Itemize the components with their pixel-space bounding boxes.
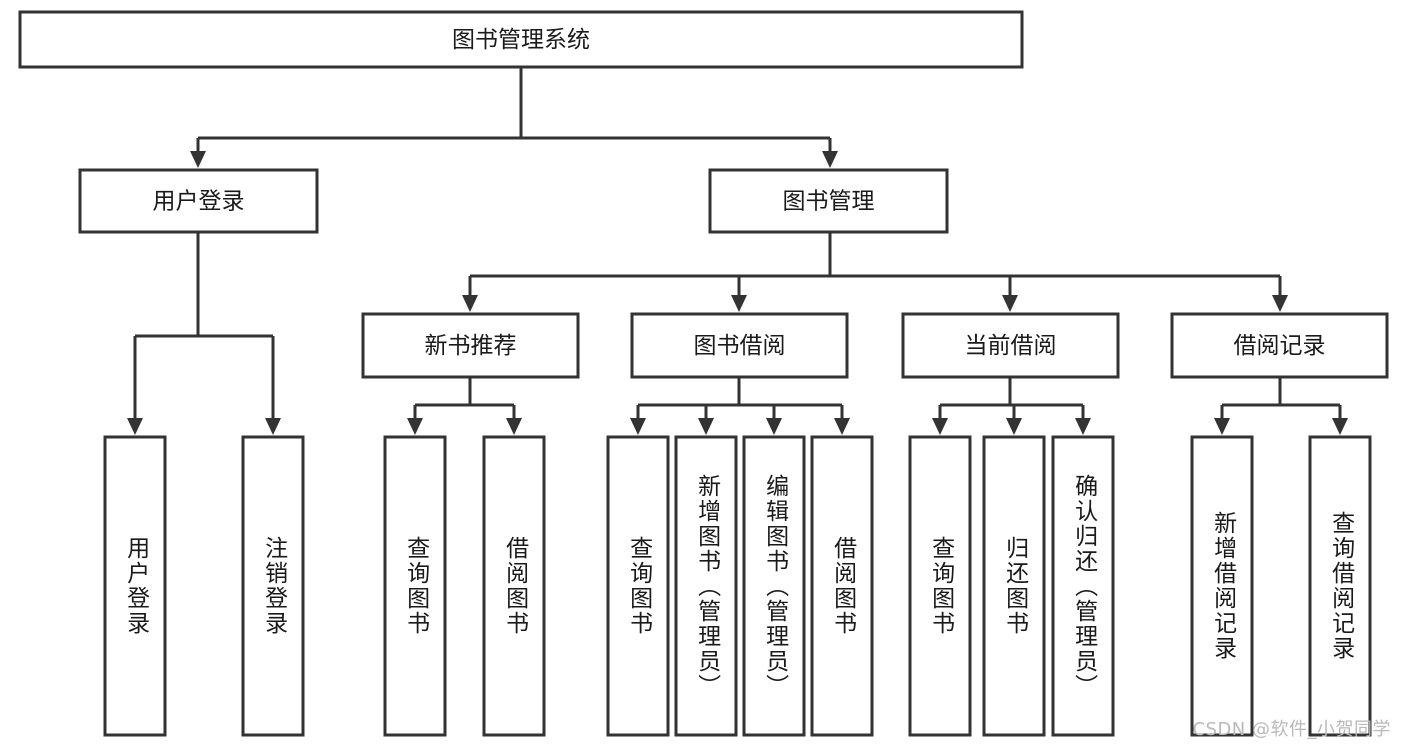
node-boxes-layer	[18, 10, 1389, 737]
node-label-new-book-recommend: 新书推荐	[425, 333, 517, 359]
node-box-leaf-user-login[interactable]	[103, 435, 167, 737]
arrow-leaf-add-icon	[698, 418, 714, 435]
arrow-leaf-b2-icon	[834, 418, 850, 435]
node-box-current-borrow[interactable]	[901, 312, 1120, 379]
node-box-borrow-record[interactable]	[1170, 312, 1389, 379]
node-label-book-borrow: 图书借阅	[694, 333, 786, 359]
arrow-leaf-qrec-icon	[1332, 418, 1348, 435]
node-box-book-admin[interactable]	[708, 168, 949, 234]
arrow-leaf-q2-icon	[630, 418, 646, 435]
node-label-root: 图书管理系统	[452, 27, 590, 53]
arrow-leaf-b1-icon	[506, 418, 522, 435]
arrow-leaf-user-login-icon	[127, 418, 143, 435]
arrow-leaf-ret-icon	[1006, 418, 1022, 435]
arrow-leaf-edit-icon	[766, 418, 782, 435]
node-box-root[interactable]	[18, 10, 1024, 69]
arrow-leaf-q3-icon	[932, 418, 948, 435]
arrow-n2-icon	[731, 295, 747, 312]
node-box-book-borrow[interactable]	[630, 312, 849, 379]
arrow-user-login-icon	[190, 151, 206, 168]
arrow-n4-icon	[1272, 295, 1288, 312]
arrow-leaf-conf-icon	[1075, 418, 1091, 435]
arrow-leaf-q1-icon	[407, 418, 423, 435]
arrow-leaf-addrec-icon	[1214, 418, 1230, 435]
node-box-leaf-logout[interactable]	[241, 435, 305, 737]
arrow-n3-icon	[1002, 295, 1018, 312]
node-box-leaf-query-book-current[interactable]	[908, 435, 972, 737]
node-box-leaf-add-book[interactable]	[674, 435, 738, 737]
arrow-leaf-logout-icon	[265, 418, 281, 435]
node-box-leaf-return-book[interactable]	[982, 435, 1046, 737]
arrow-n1-icon	[462, 295, 478, 312]
arrow-book-admin-icon	[822, 151, 838, 168]
node-box-leaf-query-record[interactable]	[1308, 435, 1372, 737]
node-box-leaf-query-book[interactable]	[606, 435, 670, 737]
node-box-leaf-confirm-return[interactable]	[1051, 435, 1115, 737]
node-box-new-book-recommend[interactable]	[361, 312, 580, 379]
arrow-heads-layer	[127, 151, 1348, 435]
node-label-borrow-record: 借阅记录	[1234, 333, 1326, 359]
node-box-leaf-query-book-recommend[interactable]	[383, 435, 447, 737]
node-label-book-admin: 图书管理	[783, 189, 875, 215]
node-label-current-borrow: 当前借阅	[965, 333, 1057, 359]
node-box-user-login[interactable]	[78, 168, 319, 234]
node-box-leaf-borrow-book[interactable]	[810, 435, 874, 737]
node-box-leaf-edit-book[interactable]	[742, 435, 806, 737]
node-box-leaf-add-record[interactable]	[1190, 435, 1254, 737]
node-box-leaf-borrow-book-recommend[interactable]	[482, 435, 546, 737]
node-label-user-login: 用户登录	[153, 189, 245, 215]
watermark-text: CSDN @软件_小贺同学	[1192, 719, 1391, 740]
